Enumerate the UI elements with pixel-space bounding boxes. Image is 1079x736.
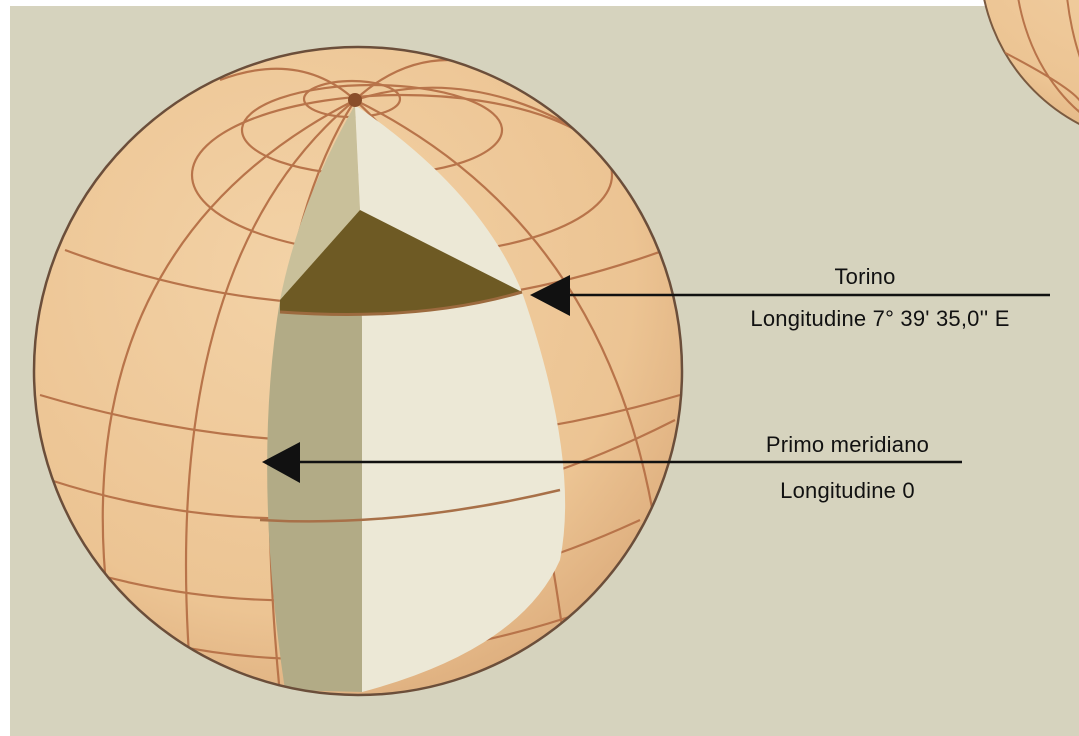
meridian-line xyxy=(219,67,356,101)
north-pole-dot xyxy=(348,93,362,107)
wedge-cross-section xyxy=(280,210,522,315)
prime-meridian-label: Primo meridiano xyxy=(765,432,930,457)
prime-meridian-arrowhead xyxy=(262,442,300,483)
meridian-line xyxy=(101,99,356,621)
cutaway-wedge xyxy=(259,105,566,692)
equator-on-wedge xyxy=(259,488,561,523)
torino-pointer xyxy=(530,275,1050,316)
prime-meridian-longitude-label: Longitudine 0 xyxy=(780,478,915,503)
torino-longitude-label: Longitudine 7° 39' 35,0'' E xyxy=(750,306,1010,331)
globe xyxy=(32,45,684,697)
meridian-line xyxy=(184,99,356,671)
secondary-globe xyxy=(980,0,1079,145)
globe-outline xyxy=(32,45,684,697)
torino-label: Torino xyxy=(834,264,896,289)
prime-meridian-pointer xyxy=(262,442,962,483)
top-white-strip xyxy=(0,0,940,6)
torino-arrowhead xyxy=(530,275,570,316)
